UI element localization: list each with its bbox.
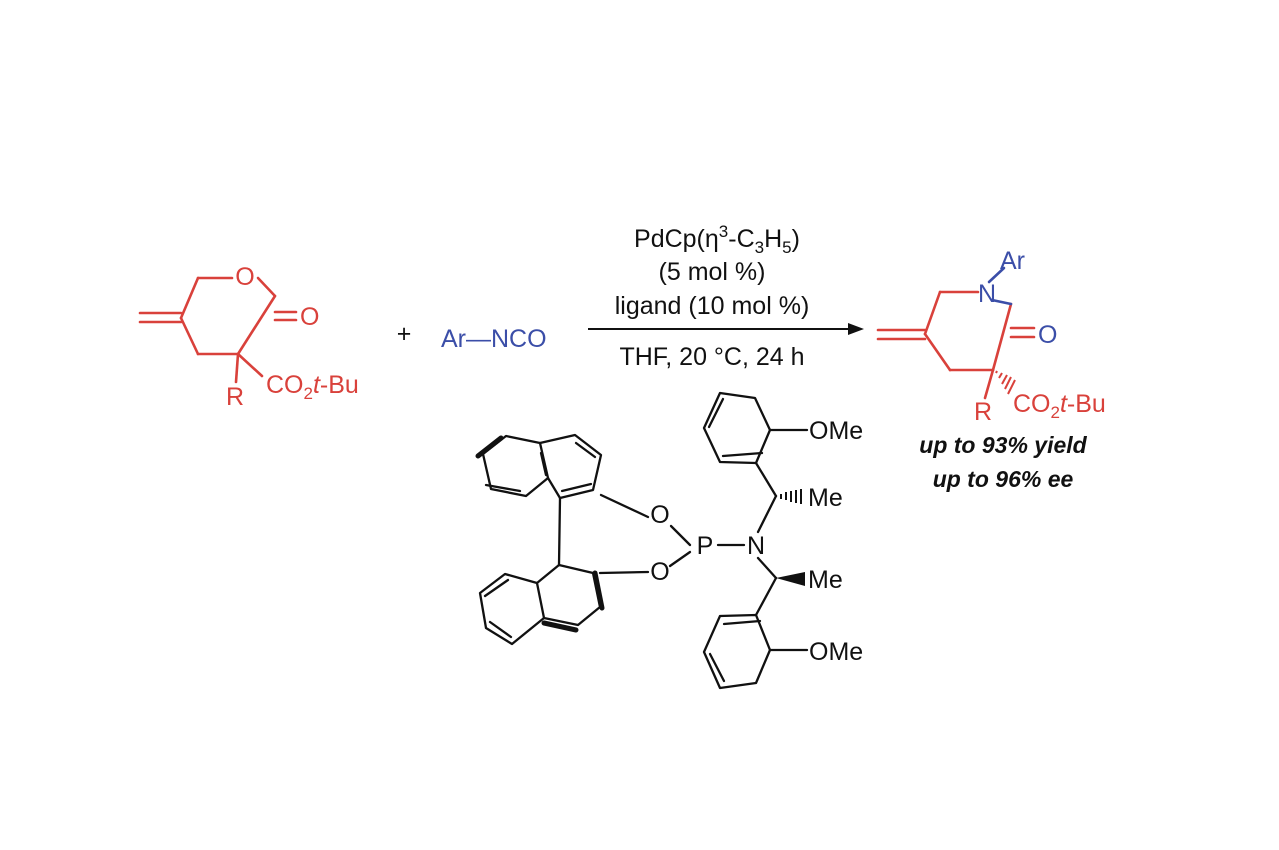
ligand-ome-bottom: OMe bbox=[809, 638, 863, 666]
product-n-atom: N bbox=[978, 280, 996, 308]
ligand-n-atom: N bbox=[747, 532, 765, 560]
plus-sign: + bbox=[397, 320, 412, 348]
reactant-r-group: R bbox=[226, 383, 244, 411]
product-ester-label: CO2t-Bu bbox=[1013, 390, 1106, 422]
reactant-ester-label: CO2t-Bu bbox=[266, 371, 359, 403]
conditions-line-2: (5 mol %) bbox=[659, 258, 766, 286]
conditions-line-4: THF, 20 °C, 24 h bbox=[619, 343, 804, 371]
reactant-ring-oxygen: O bbox=[235, 263, 254, 291]
conditions-line-3: ligand (10 mol %) bbox=[615, 292, 810, 320]
product-hashed-wedge bbox=[995, 370, 1016, 395]
ligand-solid-wedge bbox=[776, 572, 805, 586]
product-ar: Ar bbox=[1000, 247, 1025, 275]
yield-result: up to 93% yield bbox=[919, 432, 1087, 458]
conditions-line-1: PdCp(η3-C3H5) bbox=[634, 222, 800, 257]
reactant-lactone bbox=[138, 276, 298, 384]
ligand-hashed-wedge bbox=[780, 489, 802, 504]
ligand-o-top: O bbox=[650, 501, 669, 529]
ligand-structure bbox=[475, 391, 809, 690]
ligand-me-bottom: Me bbox=[808, 566, 843, 594]
product-lactam bbox=[876, 266, 1036, 400]
reaction-arrow bbox=[588, 323, 864, 335]
ligand-p-atom: P bbox=[697, 532, 714, 560]
reactant-carbonyl-oxygen: O bbox=[300, 303, 319, 331]
product-r-group: R bbox=[974, 398, 992, 426]
ligand-ome-top: OMe bbox=[809, 417, 863, 445]
ee-result: up to 96% ee bbox=[933, 466, 1074, 492]
product-carbonyl-oxygen: O bbox=[1038, 321, 1057, 349]
isocyanate-label: Ar—NCO bbox=[441, 325, 547, 353]
ligand-o-bottom: O bbox=[650, 558, 669, 586]
ligand-me-top: Me bbox=[808, 484, 843, 512]
